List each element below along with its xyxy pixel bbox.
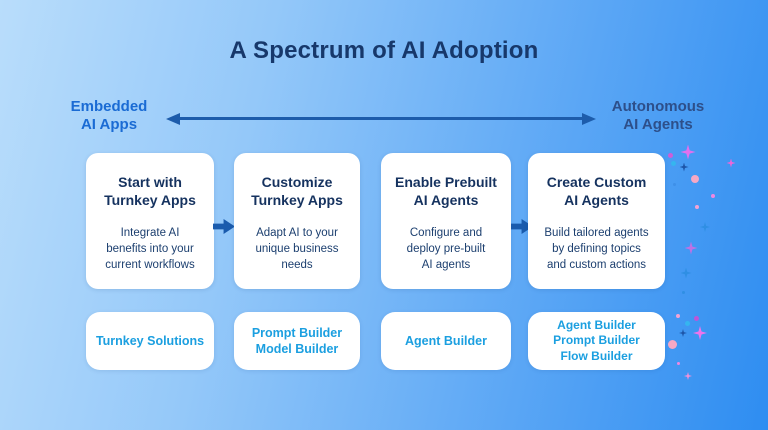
sparkle-icon: [679, 329, 687, 337]
step-card-turnkey-apps: Start with Turnkey Apps Integrate AI ben…: [86, 153, 214, 289]
sparkle-icon: [680, 144, 696, 160]
tool-pill-agent-prompt-flow-builder: Agent Builder Prompt Builder Flow Builde…: [528, 312, 665, 370]
card-title: Enable Prebuilt AI Agents: [395, 174, 497, 208]
dot-icon: [676, 314, 680, 318]
dot-icon: [670, 160, 676, 166]
sparkle-icon: [726, 158, 736, 168]
sparkle-icon: [679, 162, 689, 172]
step-card-custom-agents: Create Custom AI Agents Build tailored a…: [528, 153, 665, 289]
dot-icon: [667, 152, 673, 158]
spectrum-label-autonomous: Autonomous AI Agents: [611, 98, 705, 134]
sparkle-icon: [693, 326, 707, 340]
sparkle-icon: [684, 372, 692, 380]
spectrum-double-arrow-icon: [166, 112, 596, 125]
dot-icon: [667, 339, 677, 349]
sparkle-icon: [684, 241, 698, 255]
card-description: Adapt AI to your unique business needs: [255, 227, 339, 271]
dot-icon: [684, 320, 690, 326]
step-card-customize-apps: Customize Turnkey Apps Adapt AI to your …: [234, 153, 360, 289]
step-card-prebuilt-agents: Enable Prebuilt AI Agents Configure and …: [381, 153, 511, 289]
dot-icon: [672, 182, 676, 186]
dot-icon: [676, 361, 680, 365]
dot-icon: [691, 175, 699, 183]
tool-pill-turnkey-solutions: Turnkey Solutions: [86, 312, 214, 370]
sparkle-icon: [700, 222, 710, 232]
tool-pill-prompt-model-builder: Prompt Builder Model Builder: [234, 312, 360, 370]
sparkle-icon: [680, 267, 692, 279]
dot-icon: [693, 315, 699, 321]
page-title: A Spectrum of AI Adoption: [229, 37, 539, 64]
dot-icon: [711, 194, 715, 198]
card-description: Integrate AI benefits into your current …: [105, 227, 195, 271]
dot-icon: [695, 205, 699, 209]
card-description: Build tailored agents by defining topics…: [544, 227, 649, 271]
spectrum-label-embedded: Embedded AI Apps: [70, 98, 148, 134]
card-title: Start with Turnkey Apps: [104, 174, 196, 208]
card-title: Create Custom AI Agents: [546, 174, 647, 208]
flow-arrow-icon: [213, 219, 235, 234]
card-title: Customize Turnkey Apps: [251, 174, 343, 208]
tool-pill-agent-builder: Agent Builder: [381, 312, 511, 370]
dot-icon: [681, 290, 685, 294]
card-description: Configure and deploy pre-built AI agents: [406, 227, 486, 271]
